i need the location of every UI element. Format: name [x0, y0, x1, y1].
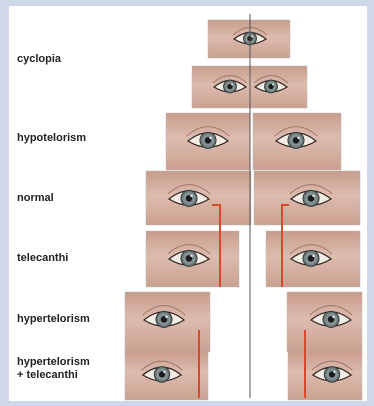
eye-spacing-diagram — [9, 6, 367, 401]
photo-cyclopia — [208, 20, 290, 58]
photo-hypotelorism-left — [166, 113, 250, 170]
photo-telecanthi-right — [266, 231, 360, 287]
photo-normal-right — [254, 171, 360, 225]
photo-hypotelorism-right — [253, 113, 341, 170]
photo-telecanthi-left — [146, 231, 239, 287]
photo-hypertelorism-right — [287, 292, 362, 352]
photo-hypertelorism-telecanthi-right — [288, 350, 362, 400]
photo-normal-left — [146, 171, 251, 225]
photo-hypertelorism-left — [125, 292, 210, 352]
photo-hypertelorism-telecanthi-left — [125, 350, 208, 400]
diagram-panel: cyclopia hypotelorism normal telecanthi … — [9, 6, 367, 401]
